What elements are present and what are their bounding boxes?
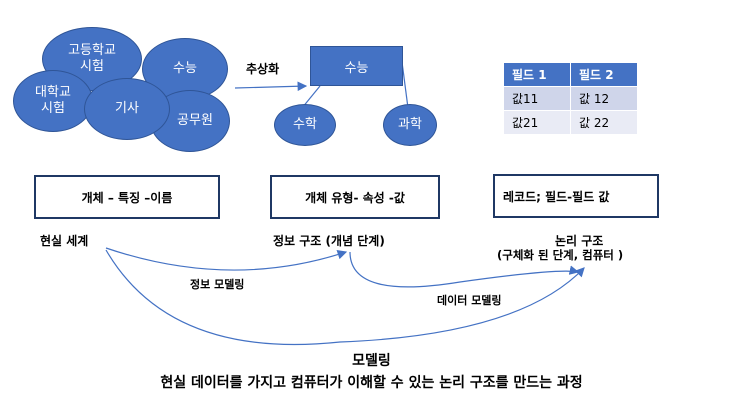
table-header: 필드 1 [503, 62, 571, 87]
data-modeling-label: 데이터 모델링 [437, 294, 502, 307]
blob-engineer: 기사 [84, 78, 170, 140]
footer-title: 모델링 [352, 353, 391, 369]
footer-subtitle: 현실 데이터를 가지고 컴퓨터가 이해할 수 있는 논리 구조를 만드는 과정 [160, 375, 583, 391]
info-modeling-label: 정보 모델링 [190, 278, 245, 291]
table-row: 값21 값 22 [503, 110, 638, 135]
table-cell: 값11 [503, 86, 571, 111]
real-world-caption: 현실 세계 [40, 234, 89, 248]
info-modeling-arc [105, 247, 348, 271]
table-row: 값11 값 12 [503, 86, 638, 111]
table-cell: 값 22 [570, 110, 638, 135]
tree-root-node: 수능 [310, 46, 403, 86]
abstraction-arrow [234, 81, 308, 92]
table-cell: 값21 [503, 110, 571, 135]
record-table: 필드 1 필드 2 값11 값 12 값21 값 22 [503, 62, 638, 135]
logical-structure-box: 레코드; 필드-필드 값 [493, 174, 659, 218]
info-structure-box: 개체 유형- 속성 -값 [270, 175, 440, 219]
table-cell: 값 12 [570, 86, 638, 111]
tree-child-math: 수학 [274, 104, 336, 146]
table-header: 필드 2 [570, 62, 638, 87]
tree-line-right [401, 61, 409, 109]
abstraction-label: 추상화 [246, 62, 280, 76]
modeling-arc [105, 249, 585, 346]
data-modeling-arc [349, 251, 580, 288]
logical-structure-subcaption: (구체화 된 단계, 컴퓨터 ) [497, 248, 624, 262]
blob-university-exam: 대학교 시험 [13, 70, 93, 132]
logical-structure-caption: 논리 구조 [555, 234, 604, 248]
info-structure-caption: 정보 구조 (개념 단계) [273, 234, 385, 248]
real-world-box: 개체 – 특징 –이름 [34, 175, 220, 219]
tree-child-science: 과학 [383, 104, 437, 146]
